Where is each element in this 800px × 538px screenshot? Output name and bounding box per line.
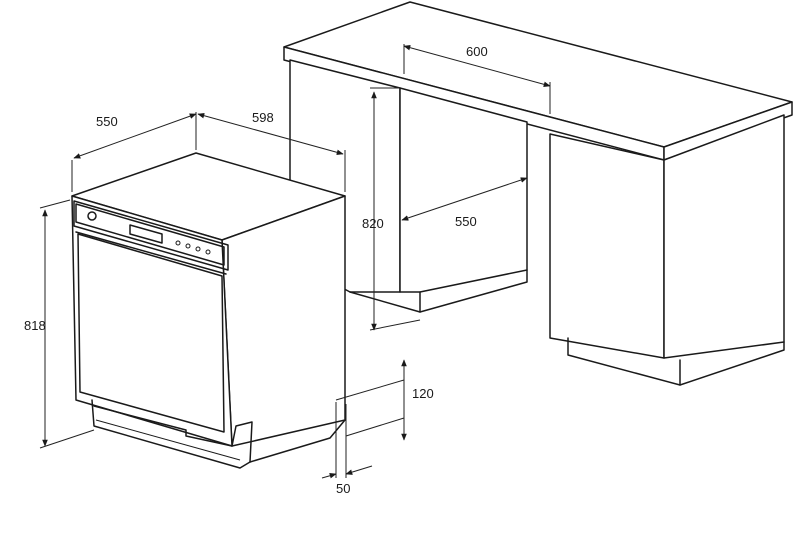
dimension-lines	[39, 44, 551, 479]
dishwasher-side	[221, 195, 346, 447]
dishwasher-plinth	[91, 399, 346, 469]
button-3-icon	[195, 246, 201, 252]
display-window	[129, 224, 163, 244]
dishwasher	[71, 152, 346, 469]
countertop-side	[663, 101, 793, 161]
dim-appliance-height-label: 818	[24, 318, 46, 333]
button-2-icon	[185, 243, 191, 249]
dim-cabinet-height-label: 820	[362, 216, 384, 231]
button-1-icon	[175, 240, 181, 246]
dim-plinth-recess-label: 50	[336, 481, 350, 496]
power-button-icon	[87, 211, 97, 221]
dishwasher-door	[77, 233, 225, 433]
dim-cabinet-opening-depth-label: 550	[455, 214, 477, 229]
dim-plinth-height-label: 120	[412, 386, 434, 401]
control-panel	[73, 200, 229, 271]
right-cabinet	[549, 114, 785, 386]
dim-counter-depth-label: 600	[466, 44, 488, 59]
kitchen-counter	[283, 1, 793, 386]
button-4-icon	[205, 249, 211, 255]
dim-appliance-depth-label: 550	[96, 114, 118, 129]
dimension-labels: 600 820 550 550 598 818 120 50	[24, 44, 488, 496]
dim-appliance-width-label: 598	[252, 110, 274, 125]
